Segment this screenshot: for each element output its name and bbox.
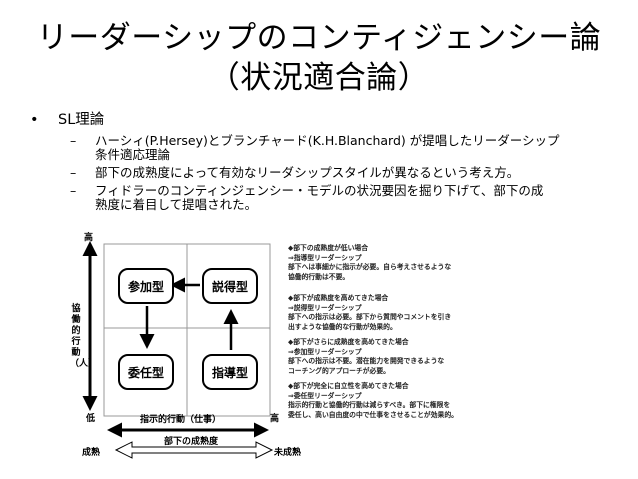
note-line: 部下への指示は不要。潜在能力を開発できるような xyxy=(288,357,445,366)
note-line: 出すような協働的な行動が効果的。 xyxy=(288,322,397,331)
note-line: 指示的行動と協働的行動は減らすべき。部下に権限を xyxy=(288,401,451,410)
sub-bullet-3: – フィドラーのコンティンジェンシー・モデルの状況要因を掘り下げて、部下の成 熟… xyxy=(30,184,620,212)
bullet-text: SL理論 xyxy=(58,112,105,128)
diagram-lines xyxy=(82,241,274,459)
sub-bullet-2-text: 部下の成熟度によって有効なリーダシップスタイルが異なるという考え方。 xyxy=(95,165,520,180)
note-line: ⇒委任型リーダーシップ xyxy=(288,391,362,400)
slide-title: リーダーシップのコンティジェンシー論 （状況適合論） xyxy=(0,18,638,98)
sub-bullet-1-line-2: 条件適応理論 xyxy=(95,147,171,162)
immature-label: 未成熟 xyxy=(274,448,302,458)
bullet-sl-theory: • SL理論 xyxy=(30,110,620,130)
title-line-2: （状況適合論） xyxy=(208,60,430,96)
note-line: 協働的行動は不要。 xyxy=(288,272,350,281)
note-telling: ◆部下の成熟度が低い場合 ⇒指導型リーダーシップ 部下へは事細かに指示が必要。自… xyxy=(288,244,503,282)
note-line: コーチング的アプローチが必要。 xyxy=(288,366,390,375)
dash-icon: – xyxy=(70,133,77,148)
mature-label: 成熟 xyxy=(82,448,101,458)
bullet-dot-icon: • xyxy=(30,112,39,128)
quadrant-telling: 指導型 xyxy=(202,354,258,390)
sub-bullet-1: – ハーシィ(P.Hersey)とブランチャード(K.H.Blanchard) … xyxy=(30,134,620,162)
note-line: 部下への指示は必要。部下から質問やコメントを引き xyxy=(288,313,452,322)
note-line: ◆部下がさらに成熟度を高めてきた場合 xyxy=(288,338,409,346)
x-axis-label: 指示的行動（仕事） xyxy=(140,415,222,425)
note-line: 部下へは事細かに指示が必要。自ら考えさせるような xyxy=(288,263,452,272)
y-axis-label: 協働的行動（人） xyxy=(70,304,98,369)
dash-icon: – xyxy=(70,165,77,180)
maturity-label: 部下の成熟度 xyxy=(164,437,219,447)
title-line-1: リーダーシップのコンティジェンシー論 xyxy=(36,20,602,56)
quadrant-participating: 参加型 xyxy=(118,268,174,304)
note-delegating: ◆部下が完全に自立性を高めてきた場合 ⇒委任型リーダーシップ 指示的行動と協働的… xyxy=(288,382,503,420)
quadrant-selling: 説得型 xyxy=(202,268,258,304)
note-line: ◆部下が完全に自立性を高めてきた場合 xyxy=(288,382,409,390)
note-line: ⇒参加型リーダーシップ xyxy=(288,347,362,356)
quadrant-delegating: 委任型 xyxy=(118,354,174,390)
note-participating: ◆部下がさらに成熟度を高めてきた場合 ⇒参加型リーダーシップ 部下への指示は不要… xyxy=(288,338,503,376)
y-axis-high-label: 高 xyxy=(84,233,94,243)
sub-bullet-3-line-1: フィドラーのコンティンジェンシー・モデルの状況要因を掘り下げて、部下の成 xyxy=(95,183,544,198)
bullet-list: • SL理論 – ハーシィ(P.Hersey)とブランチャード(K.H.Blan… xyxy=(30,110,620,212)
note-line: ⇒説得型リーダーシップ xyxy=(288,303,362,312)
dash-icon: – xyxy=(70,183,77,198)
sub-bullet-2: – 部下の成熟度によって有効なリーダシップスタイルが異なるという考え方。 xyxy=(30,166,620,180)
x-axis-low-label: 低 xyxy=(86,414,96,424)
note-line: ◆部下の成熟度が低い場合 xyxy=(288,244,368,252)
note-selling: ◆部下が成熟度を高めてきた場合 ⇒説得型リーダーシップ 部下への指示は必要。部下… xyxy=(288,294,503,332)
note-line: 委任し、高い自由度の中で仕事をさせることが効果的。 xyxy=(288,410,458,419)
sl-theory-diagram: 参加型 説得型 委任型 指導型 高 協働的行動（人） 低 指示的行動（仕事） 高… xyxy=(60,228,620,468)
x-axis-high-label: 高 xyxy=(270,414,280,424)
maturity-arrow xyxy=(114,441,274,459)
note-line: ◆部下が成熟度を高めてきた場合 xyxy=(288,294,389,302)
sub-bullet-3-line-2: 熟度に着目して提唱された。 xyxy=(95,197,258,212)
sub-bullet-1-line-1: ハーシィ(P.Hersey)とブランチャード(K.H.Blanchard) が提… xyxy=(95,133,560,148)
note-line: ⇒指導型リーダーシップ xyxy=(288,253,362,262)
